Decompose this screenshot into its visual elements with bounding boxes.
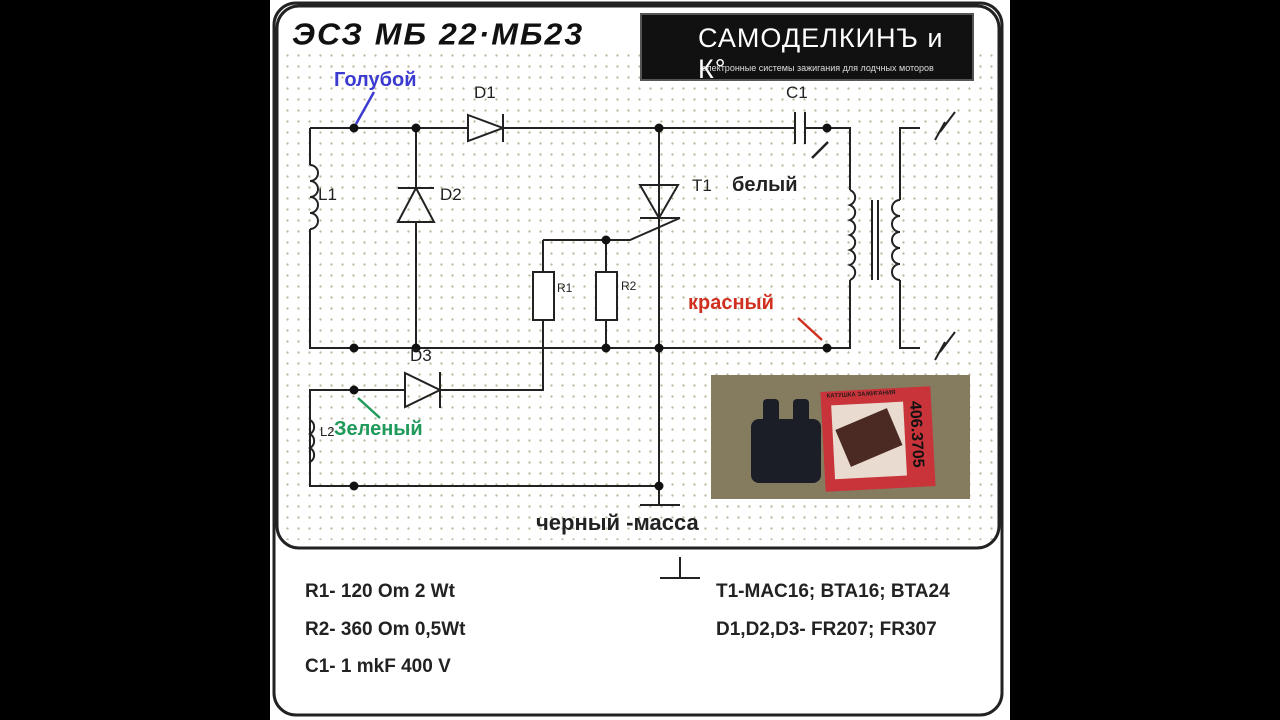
coil-L1 [309, 164, 319, 230]
logo-name: САМОДЕЛКИНЪ и К° [698, 23, 944, 84]
junction-dots [349, 123, 832, 491]
label-L1: L1 [318, 185, 337, 204]
ignition-coil-photo: КАТУШКА ЗАЖИГАНИЯ 406.3705 [711, 375, 970, 499]
label-D2: D2 [440, 185, 462, 204]
capacitor-C1 [794, 112, 806, 144]
wire-label-blue: Голубой [334, 69, 417, 91]
wire-main [309, 127, 851, 349]
spark-gap-icon [934, 111, 956, 361]
wire-label-white: белый [728, 172, 802, 199]
wire-label-green: Зеленый [334, 418, 423, 440]
diode-D1 [467, 113, 506, 143]
thyristor-T1 [543, 128, 681, 490]
spec-diodes: D1,D2,D3- FR207; FR307 [716, 619, 937, 640]
spec-r1: R1- 120 Om 2 Wt [305, 581, 455, 602]
coil-secondary [891, 199, 901, 281]
brand-logo: САМОДЕЛКИНЪ и К° электронные системы заж… [640, 13, 974, 84]
spec-r2: R2- 360 Om 0,5Wt [305, 619, 466, 640]
resistor-R1 [532, 271, 555, 321]
diagram-title: ЭСЗ МБ 22·МБ23 [292, 16, 585, 52]
outer-frame [272, 1, 1004, 717]
label-R1: R1 [557, 281, 573, 295]
label-D3: D3 [410, 346, 432, 365]
label-T1: T1 [692, 176, 712, 195]
coil-L2 [307, 419, 316, 463]
coil-primary [847, 189, 857, 281]
resistor-R2 [595, 271, 618, 321]
logo-subtitle: электронные системы зажигания для лодчны… [702, 63, 934, 73]
wire-label-red: красный [688, 292, 774, 314]
inner-frame [275, 4, 1001, 550]
spec-t1: T1-MAC16; BTA16; BTA24 [716, 581, 950, 602]
wire-label-black: черный -масса [536, 510, 699, 535]
label-C1: C1 [786, 83, 808, 102]
spec-c1: C1- 1 mkF 400 V [305, 656, 451, 677]
diode-D2 [396, 128, 436, 348]
label-D1: D1 [474, 83, 496, 102]
transformer-core [871, 200, 879, 280]
photo-part-number: 406.3705 [906, 400, 927, 469]
label-R2: R2 [621, 279, 637, 293]
ground-icon [640, 490, 700, 579]
photo-box-label: КАТУШКА ЗАЖИГАНИЯ [826, 390, 896, 400]
label-L2: L2 [320, 424, 335, 439]
